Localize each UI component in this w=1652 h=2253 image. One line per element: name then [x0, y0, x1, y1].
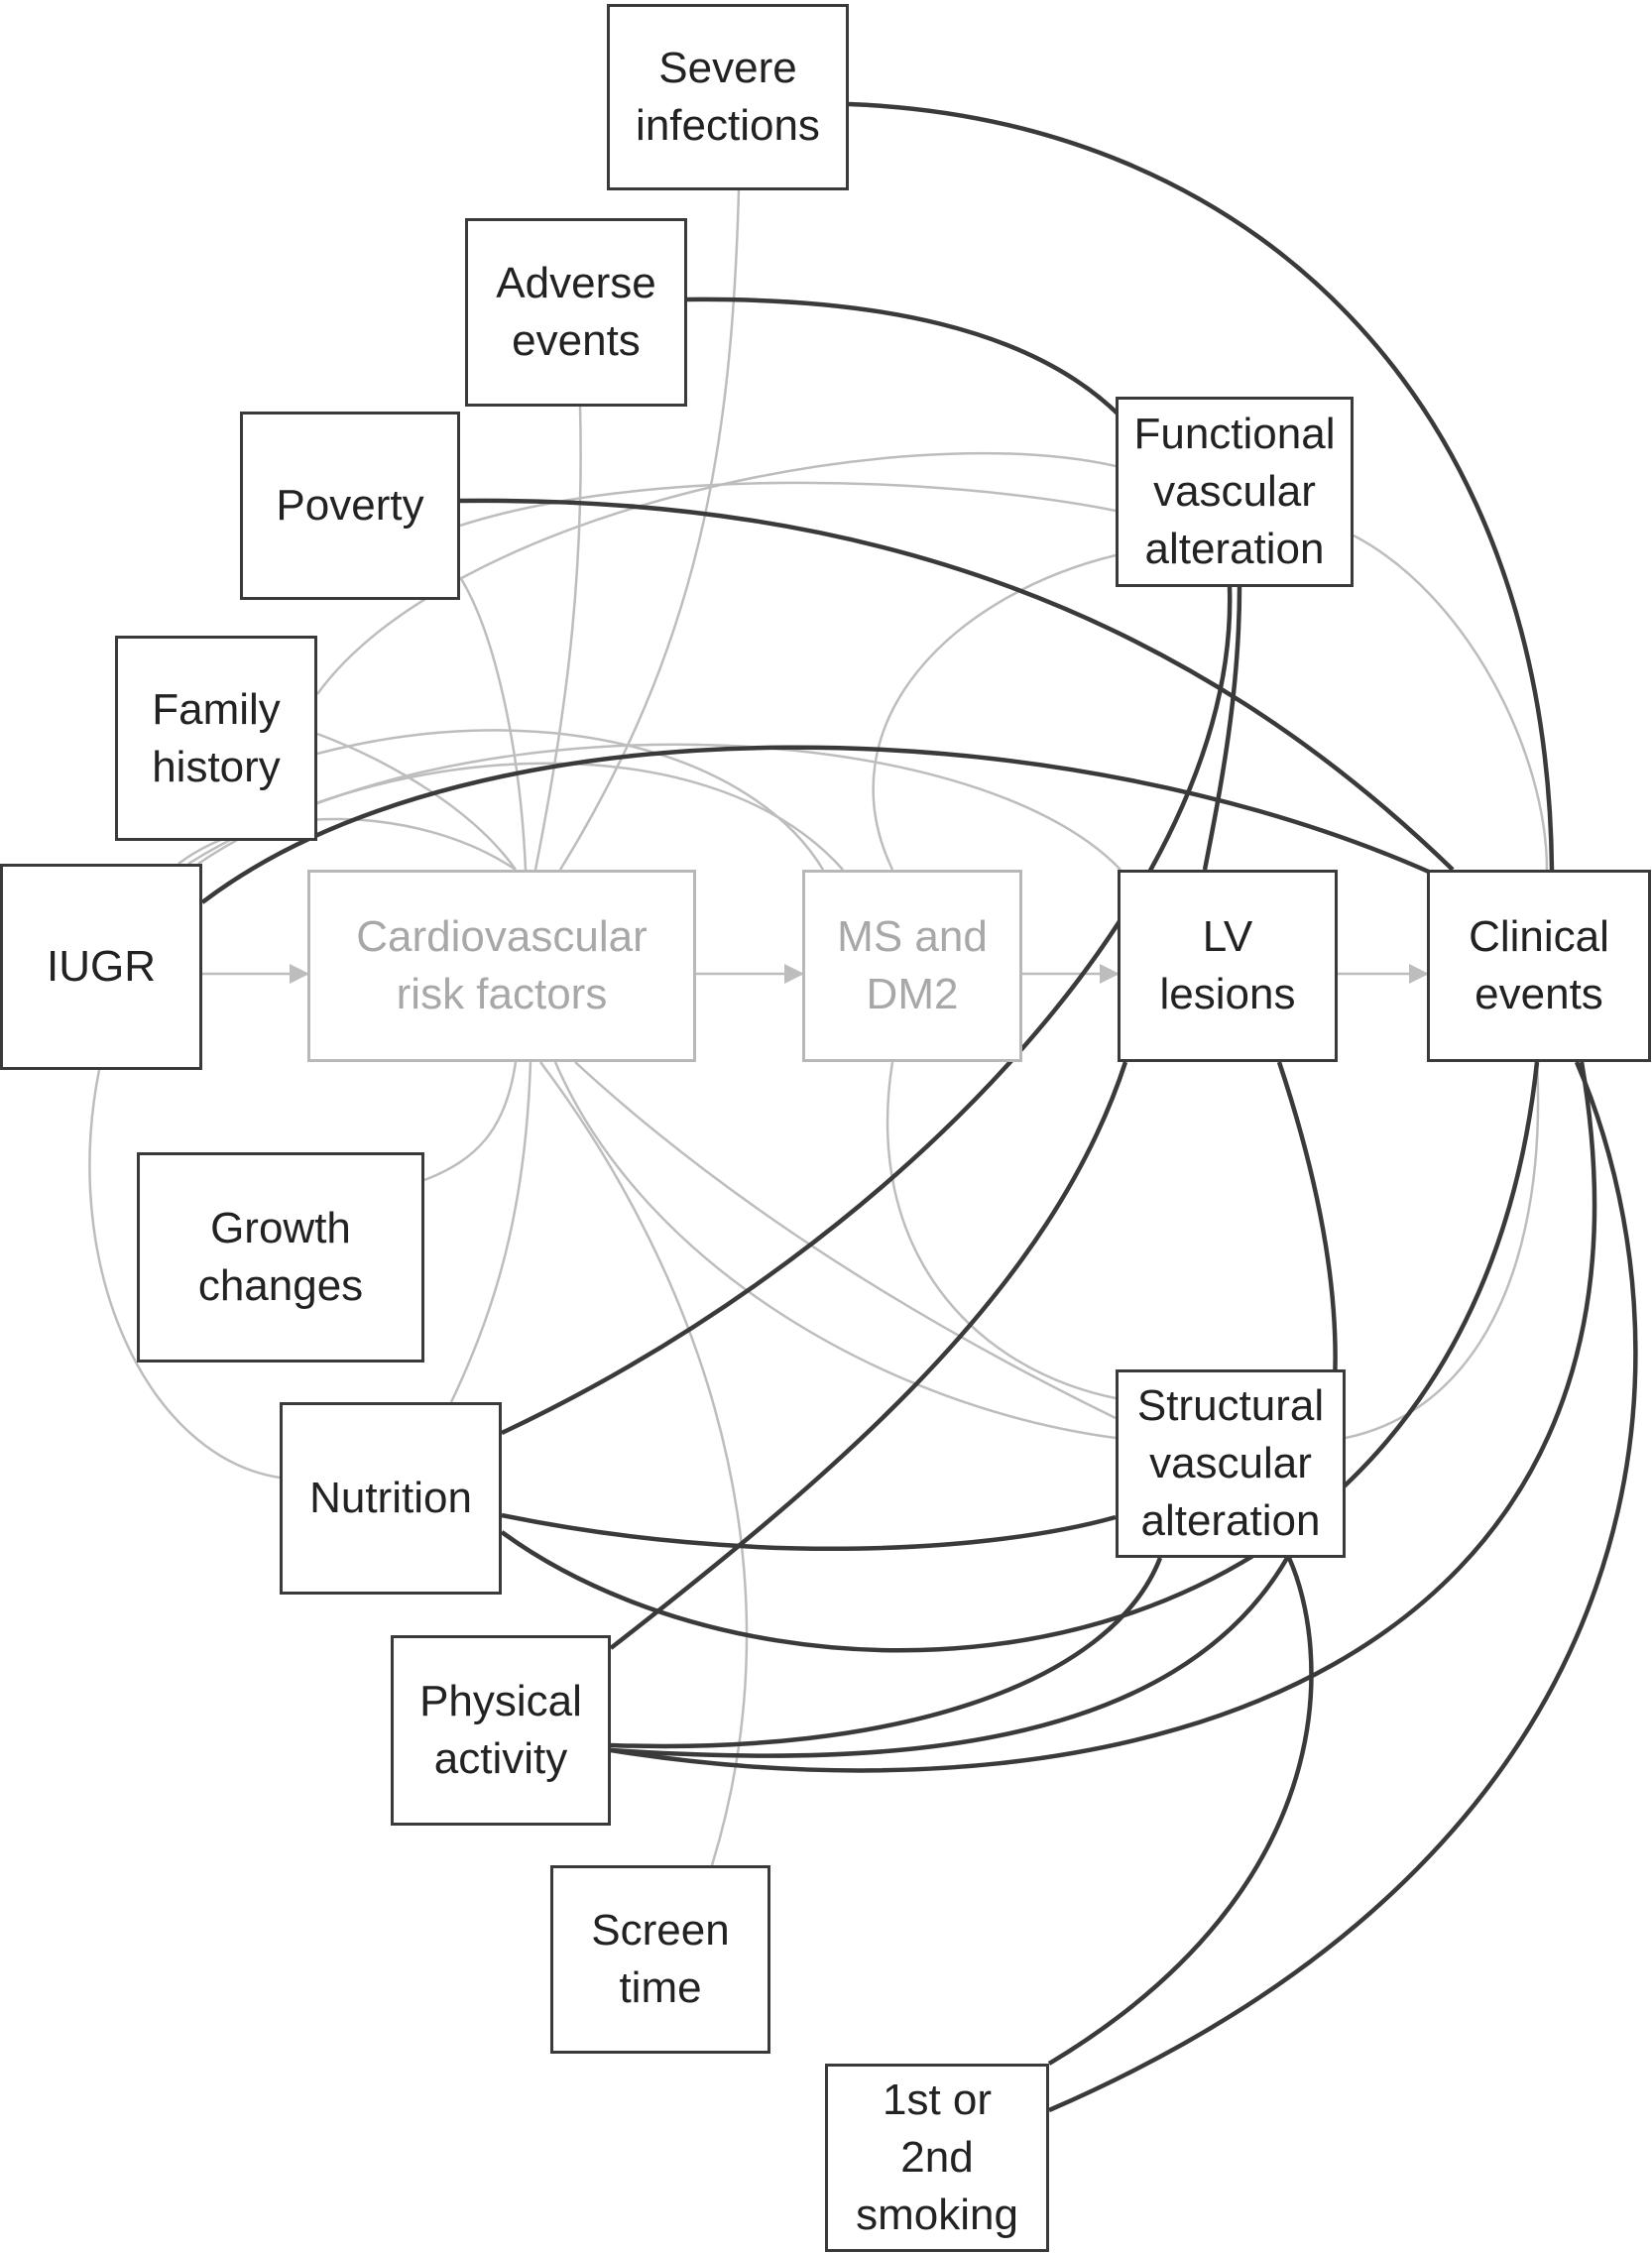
node-functional-vascular-alteration: Functional vascular alteration — [1116, 397, 1354, 587]
node-label-line: Family — [152, 684, 281, 734]
node-label-line: Functional — [1133, 410, 1336, 458]
edge-physical-clinical — [610, 1061, 1597, 1773]
node-label-line: Nutrition — [309, 1474, 472, 1522]
node-label-line: vascular — [1149, 1439, 1312, 1487]
edge-poverty-cvrf — [458, 576, 528, 871]
node-label-line: changes — [197, 1261, 364, 1310]
node-label-line: IUGR — [47, 942, 156, 991]
edge-ms-structural — [885, 1061, 1117, 1400]
edge-family-functional — [315, 451, 1117, 695]
node-label-line: time — [619, 1963, 702, 2012]
edge-cvrf-structural — [553, 1061, 1117, 1440]
edge-physical-lvlow — [610, 1061, 1338, 1758]
node-label-line: events — [512, 316, 641, 365]
edge-severe-cvrf — [558, 189, 741, 871]
node-clinical-events: Clinical events — [1427, 870, 1651, 1062]
edge-smoking-structural — [1047, 1557, 1314, 2066]
node-label-line: risk factors — [396, 970, 608, 1018]
edge-physical-structural — [610, 1557, 1163, 1749]
node-label-line: activity — [433, 1734, 568, 1783]
edge-iugr-clinical — [200, 745, 1454, 904]
node-growth-changes: Growth changes — [137, 1152, 424, 1363]
node-iugr: IUGR — [0, 864, 202, 1070]
node-label-line: alteration — [1140, 1496, 1321, 1545]
edge-iugr-nutrition — [88, 1069, 281, 1480]
node-label-line: infections — [636, 101, 820, 150]
edge-poverty-lv — [459, 498, 1455, 872]
node-label-line: 2nd — [900, 2133, 974, 2182]
node-poverty: Poverty — [240, 412, 460, 600]
node-nutrition: Nutrition — [280, 1402, 502, 1595]
node-label-line: alteration — [1144, 525, 1325, 573]
node-label-line: events — [1475, 970, 1603, 1018]
node-label-line: Adverse — [496, 259, 656, 307]
edge-cvrf-nutrition — [449, 1061, 532, 1403]
edge-iugr-cvrf-upper — [177, 817, 517, 872]
edge-iugr-lv — [197, 743, 1121, 871]
node-physical-activity: Physical activity — [391, 1635, 611, 1826]
node-label-line: Poverty — [276, 481, 424, 530]
edge-smoking-clinical — [1048, 1061, 1638, 2113]
edge-cvrf-growth — [423, 1061, 518, 1182]
edge-functional-ms — [872, 553, 1117, 871]
edge-nutrition-structural — [501, 1512, 1117, 1552]
node-adverse-events: Adverse events — [465, 218, 687, 407]
node-label-line: Physical — [419, 1677, 582, 1725]
node-cardiovascular-risk-factors: Cardiovascular risk factors — [307, 870, 696, 1062]
node-smoking: 1st or 2nd smoking — [825, 2064, 1049, 2252]
node-label-line: LV — [1202, 912, 1253, 961]
edge-structural-clinical — [1345, 1061, 1540, 1440]
edge-functional-lv — [1202, 586, 1242, 871]
edge-cvrf-structural-2 — [574, 1061, 1117, 1420]
node-label-line: 1st or — [882, 2075, 993, 2124]
node-label-line: Clinical — [1469, 912, 1609, 961]
node-severe-infections: Severe infections — [607, 4, 849, 190]
node-label-line: vascular — [1153, 467, 1316, 516]
node-label-line: Severe — [658, 44, 797, 92]
edge-severe-clinical — [848, 101, 1555, 871]
node-label-line: Screen — [591, 1906, 730, 1955]
edge-physical-lv — [609, 1061, 1128, 1650]
node-structural-vascular-alteration: Structural vascular alteration — [1116, 1369, 1346, 1558]
node-label-line: history — [152, 742, 281, 791]
node-label-line: Structural — [1136, 1381, 1325, 1430]
node-label-line: smoking — [856, 2191, 1018, 2239]
edge-nutrition-clinical — [500, 1061, 1540, 1653]
node-lv-lesions: LV lesions — [1118, 870, 1338, 1062]
node-ms-and-dm2: MS and DM2 — [802, 870, 1022, 1062]
edge-family-ms — [316, 729, 825, 871]
edge-functional-clinical — [1353, 534, 1549, 871]
edge-adverse-cvrf — [533, 406, 582, 871]
weak-edges — [88, 189, 1549, 1866]
edge-adverse-functional — [686, 296, 1122, 418]
edge-cvrf-screen — [539, 1061, 749, 1866]
node-screen-time: Screen time — [550, 1865, 770, 2054]
node-label-line: lesions — [1159, 970, 1296, 1018]
edge-poverty-functional — [459, 481, 1117, 528]
node-label-line: DM2 — [866, 970, 959, 1018]
node-label-line: MS and — [837, 912, 988, 961]
edge-family-cvrf — [316, 732, 518, 871]
node-family-history: Family history — [115, 636, 317, 841]
node-label-line: Cardiovascular — [356, 912, 648, 961]
node-label-line: Growth — [210, 1204, 351, 1252]
